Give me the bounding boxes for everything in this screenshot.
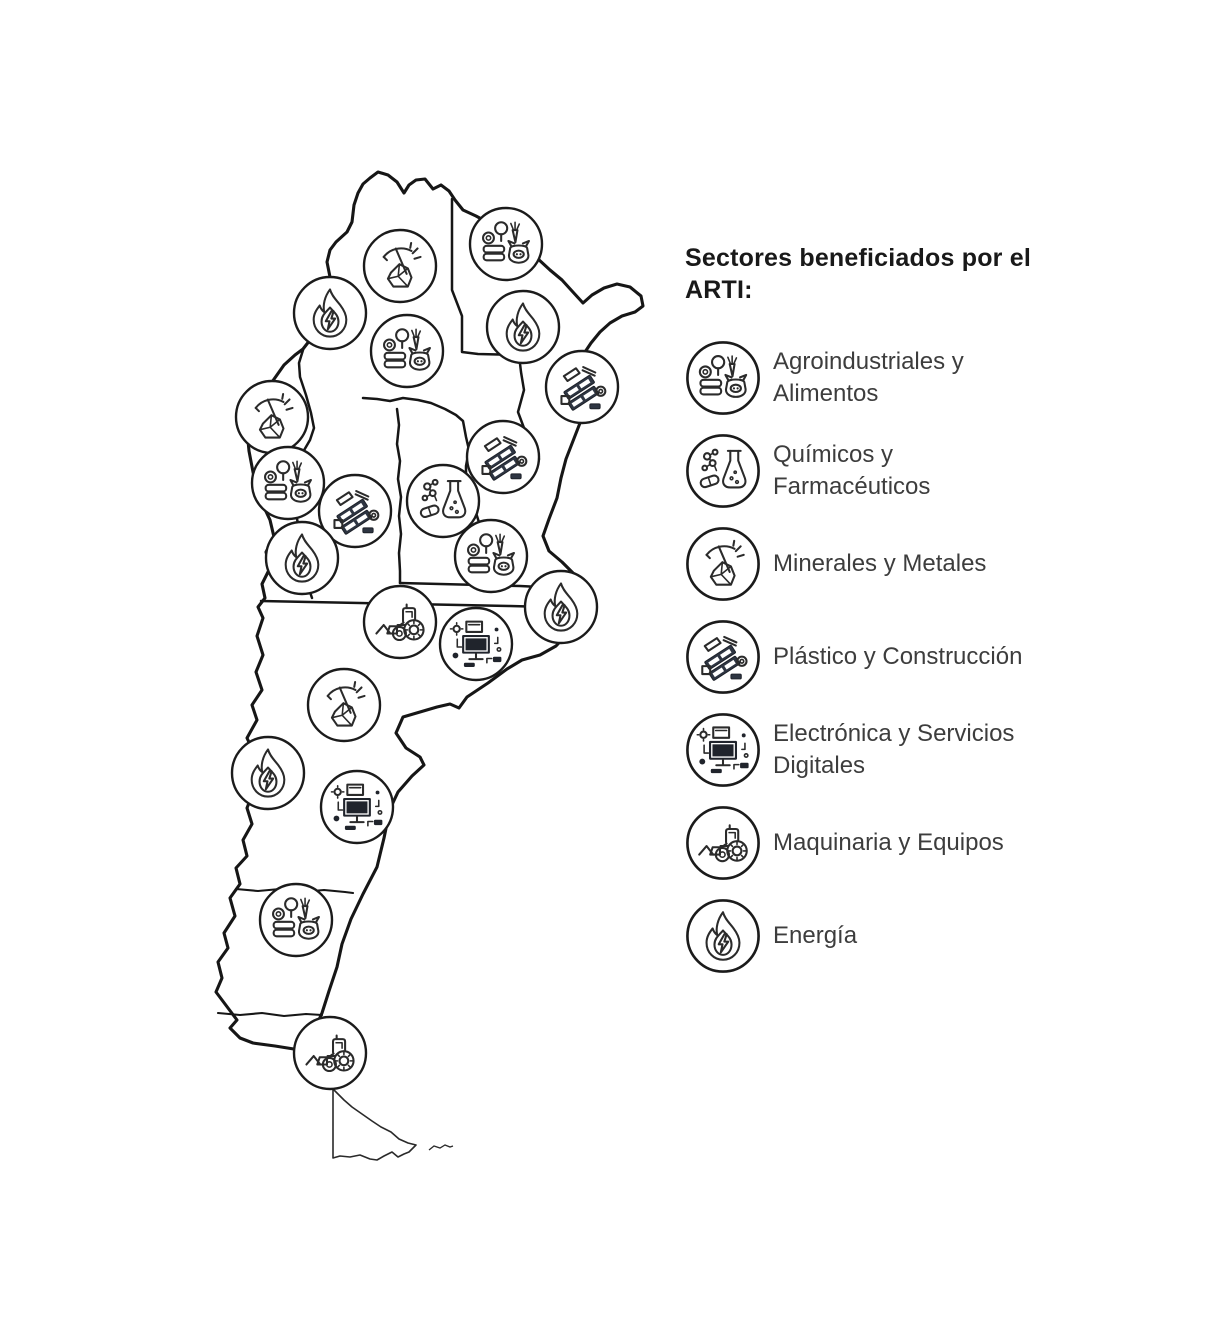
- legend-item-label: Plástico y Construcción: [773, 643, 1023, 670]
- legend-item-agroindustriales: Agroindustriales y Alimentos: [684, 339, 964, 417]
- legend-item-plastico: Plástico y Construcción: [684, 618, 1022, 696]
- legend-item-label: Químicos y Farmacéuticos: [773, 441, 931, 500]
- map-marker-maquinaria: [292, 1015, 368, 1091]
- map-marker-energia: [523, 569, 599, 645]
- map-marker-minerales: [362, 228, 438, 304]
- agroindustriales-icon: [686, 341, 760, 415]
- legend-item-label: Agroindustriales y Alimentos: [773, 348, 964, 407]
- map-marker-agroindustriales: [369, 313, 445, 389]
- maquinaria-icon: [686, 806, 760, 880]
- map-marker-energia: [292, 275, 368, 351]
- electronica-icon: [686, 713, 760, 787]
- isla-de-los-estados: [428, 1144, 454, 1151]
- map-markers: [230, 206, 620, 1091]
- map-marker-energia: [230, 735, 306, 811]
- map-marker-plastico: [317, 473, 393, 549]
- map-marker-maquinaria: [362, 584, 438, 660]
- tierra-del-fuego: [332, 1088, 417, 1161]
- legend-item-energia: Energía: [684, 897, 857, 975]
- map-marker-agroindustriales: [250, 445, 326, 521]
- legend-item-label: Minerales y Metales: [773, 550, 987, 577]
- sector-legend: Sectores beneficiados por el ARTI: Agroi…: [684, 0, 1104, 1000]
- legend-item-label: Energía: [773, 922, 858, 949]
- quimicos-icon: [686, 434, 760, 508]
- map-marker-quimicos: [405, 463, 481, 539]
- map-marker-electronica: [438, 606, 514, 682]
- minerales-icon: [686, 527, 760, 601]
- map-marker-electronica: [319, 769, 395, 845]
- map-marker-minerales: [306, 667, 382, 743]
- map-marker-agroindustriales: [468, 206, 544, 282]
- legend-item-electronica: Electrónica y Servicios Digitales: [684, 711, 1014, 789]
- legend-item-label: Maquinaria y Equipos: [773, 829, 1004, 856]
- map-marker-agroindustriales: [453, 518, 529, 594]
- legend-item-minerales: Minerales y Metales: [684, 525, 986, 603]
- map-marker-minerales: [234, 379, 310, 455]
- legend-item-label: Electrónica y Servicios Digitales: [773, 720, 1015, 779]
- map-marker-agroindustriales: [258, 882, 334, 958]
- map-marker-energia: [485, 289, 561, 365]
- legend-item-maquinaria: Maquinaria y Equipos: [684, 804, 1004, 882]
- map-marker-plastico: [465, 419, 541, 495]
- argentina-country: [214, 170, 645, 1161]
- legend-item-quimicos: Químicos y Farmacéuticos: [684, 432, 930, 510]
- map-marker-energia: [264, 520, 340, 596]
- legend-title: Sectores beneficiados por el ARTI:: [685, 244, 1031, 304]
- map-marker-plastico: [544, 349, 620, 425]
- energia-icon: [686, 899, 760, 973]
- plastico-icon: [686, 620, 760, 694]
